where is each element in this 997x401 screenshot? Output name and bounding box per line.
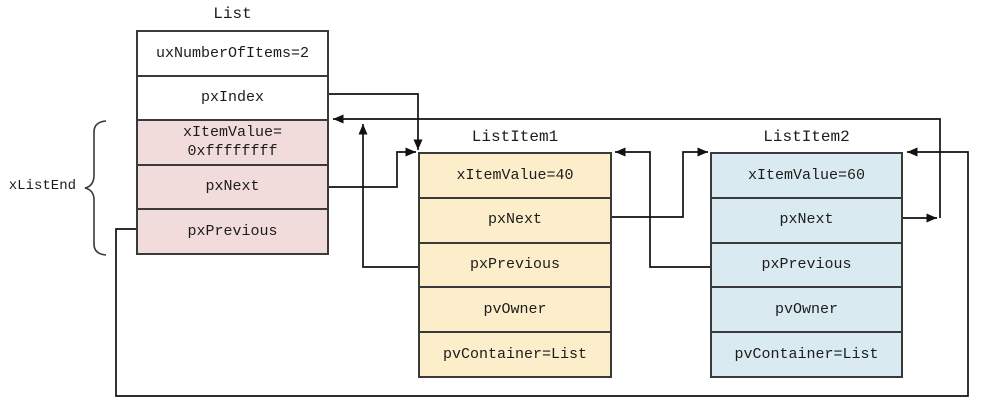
item2-title: ListItem2 (763, 128, 850, 146)
list-struct: uxNumberOfItems=2 pxIndex xItemValue= 0x… (136, 30, 329, 255)
arrow-item1-pxprevious-to-listend (358, 124, 418, 268)
item1-row-x-item-value: xItemValue=40 (456, 166, 574, 184)
xlistend-brace (84, 120, 107, 256)
item2-row-px-next: pxNext (712, 196, 901, 242)
item2-row-px-previous: pxPrevious (712, 241, 901, 287)
list-row-px-next: pxNext (138, 163, 327, 209)
arrow-pxindex-to-item1 (329, 93, 423, 150)
arrow-list-pxnext-to-item1 (329, 147, 416, 188)
item1-title: ListItem1 (471, 128, 559, 146)
item1-row-px-previous: pxPrevious (420, 241, 610, 287)
item1-row-pv-owner: pvOwner (420, 286, 610, 331)
arrow-list-pxprevious-to-item2 (115, 147, 969, 397)
arrow-item2-pxprevious-to-item1 (615, 147, 710, 268)
item2-row-pv-container: pvContainer=List (712, 331, 901, 376)
item1-row-pv-container: pvContainer=List (420, 331, 610, 376)
list-row-ux-number-of-items: uxNumberOfItems=2 (138, 32, 327, 75)
item2-struct: xItemValue=60 pxNext pxPrevious pvOwner … (710, 152, 903, 378)
list-row-x-item-value: xItemValue= 0xffffffff (138, 119, 327, 164)
item1-row-px-next: pxNext (420, 196, 610, 242)
list-title: List (213, 5, 252, 23)
arrow-item1-pxnext-to-item2 (612, 147, 708, 218)
arrow-item2-pxnext-to-listend (333, 114, 941, 218)
xlistend-label: xListEnd (8, 178, 76, 194)
item2-row-pv-owner: pvOwner (712, 286, 901, 331)
list-row-px-previous: pxPrevious (138, 208, 327, 253)
list-row-px-index: pxIndex (138, 74, 327, 120)
item2-row-x-item-value: xItemValue=60 (747, 166, 866, 184)
item1-struct: xItemValue=40 pxNext pxPrevious pvOwner … (418, 152, 612, 378)
